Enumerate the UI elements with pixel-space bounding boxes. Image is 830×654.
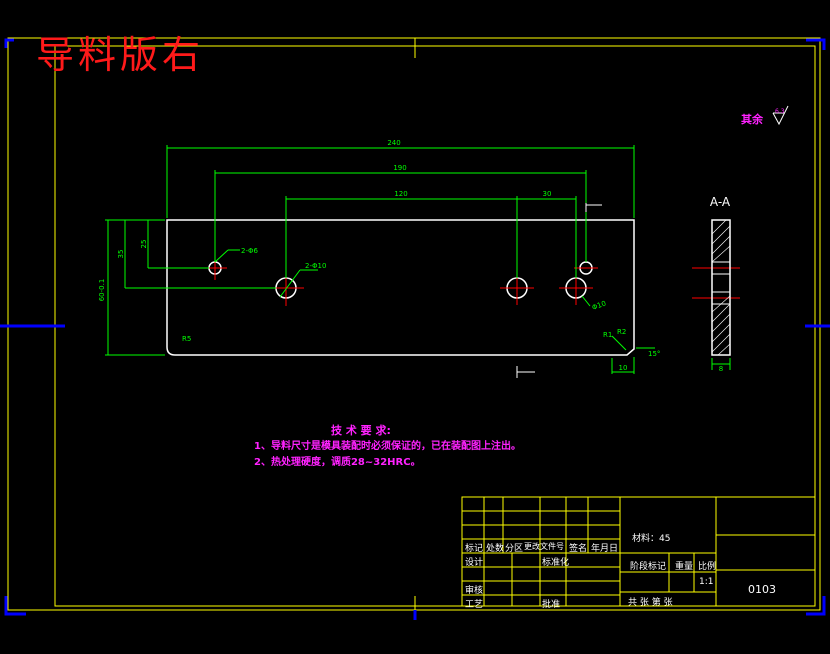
tb-stage: 阶段标记 [630, 562, 667, 572]
tb-approve: 批准 [542, 600, 561, 610]
section-label: A-A [710, 195, 731, 209]
tb-standard: 标准化 [542, 558, 570, 568]
dim-r1: R1 [603, 331, 612, 339]
dim-height: 60-0.1 [98, 279, 106, 302]
dim-190: 190 [393, 164, 406, 172]
tb-process: 工艺 [465, 600, 484, 610]
tb-weight: 重量 [675, 562, 694, 572]
roughness-symbol [772, 105, 789, 126]
sheet-border [7, 37, 821, 611]
tb-check: 审核 [465, 586, 484, 596]
tb-drawing-number: 0103 [748, 583, 776, 596]
tb-design: 设计 [465, 558, 484, 568]
dim-240: 240 [387, 139, 400, 147]
tech-heading: 技 术 要 求: [331, 424, 391, 437]
title-block [461, 496, 816, 607]
tb-material: 材料：45 [632, 534, 671, 544]
tb-header-sign: 签名 [569, 544, 588, 554]
dim-r2: R2 [617, 328, 626, 336]
dimension-lines [105, 145, 731, 374]
dim-120: 120 [394, 190, 407, 198]
section-markers [516, 203, 602, 378]
dim-thickness: 8 [719, 365, 723, 373]
dim-hole-10: 2-Φ10 [305, 262, 326, 270]
roughness-value: 6.3 [775, 108, 785, 115]
tb-header-zone: 分区 [505, 544, 524, 554]
tb-sheets: 共 张 第 张 [628, 598, 673, 608]
dim-35: 35 [117, 250, 125, 259]
dim-30: 30 [543, 190, 552, 198]
registration-markers [0, 38, 830, 620]
tb-header-date: 年月日 [591, 544, 619, 554]
tb-scale: 比例 [698, 562, 717, 572]
dim-hole-10-tol: Φ10 [591, 299, 607, 311]
dim-25: 25 [140, 240, 148, 249]
tb-header-doc: 更改文件号 [524, 542, 564, 551]
tb-header-count: 处数 [486, 544, 505, 554]
tb-header-mark: 标记 [465, 544, 484, 554]
drawing-frame [54, 45, 816, 607]
tech-line-2: 2、热处理硬度，调质28~32HRC。 [254, 457, 421, 468]
dim-angle: 15° [648, 350, 660, 358]
dim-10: 10 [619, 364, 628, 372]
section-view [711, 219, 731, 356]
holes [208, 261, 593, 299]
tb-scale-value: 1:1 [699, 577, 714, 587]
dim-r5: R5 [182, 335, 191, 343]
plate-front-view [166, 219, 635, 356]
dim-hole-6: 2-Φ6 [241, 247, 258, 255]
drawing-title: 导料版右 [36, 33, 205, 77]
center-lines [203, 256, 740, 306]
roughness-note: 其余 [741, 112, 764, 126]
tech-line-1: 1、导料尺寸是模具装配时必须保证的，已在装配图上注出。 [254, 441, 521, 452]
